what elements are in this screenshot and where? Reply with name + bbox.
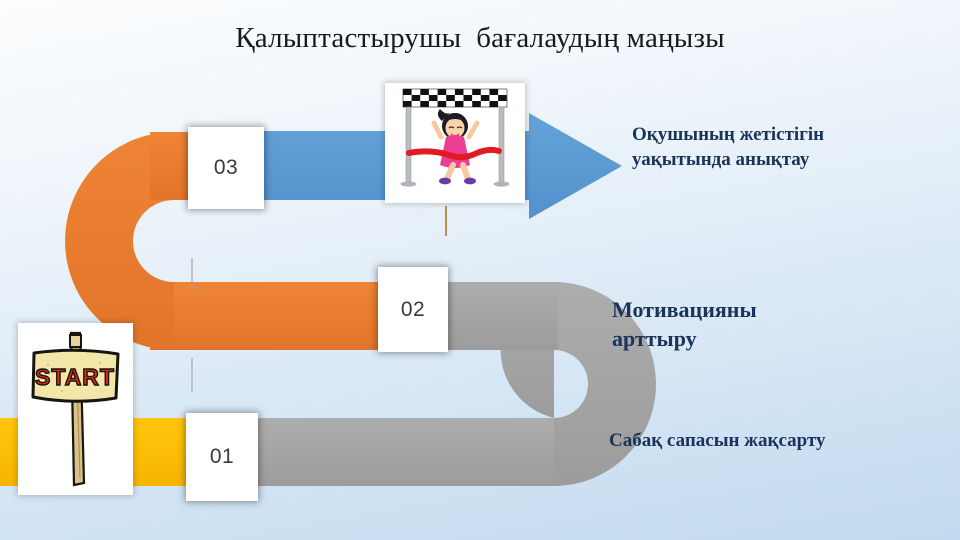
- step-card-02-number: 02: [400, 297, 426, 321]
- start-sign-label: START: [35, 364, 115, 390]
- finish-line-runner-image: [385, 83, 525, 203]
- ribbon-segment-03-uturn: [65, 132, 174, 350]
- callout-text-top: Оқушының жетістігін уақытында анықтау: [632, 124, 825, 171]
- runner-girl-icon: [431, 109, 480, 185]
- step-card-03-number: 03: [213, 156, 239, 179]
- checkered-flag-icon: [402, 88, 508, 108]
- step-card-03[interactable]: 03: [188, 127, 264, 209]
- page-title: Қалыптастырушы бағалаудың маңызы: [235, 22, 725, 54]
- ribbon-segment-03-bottom: [150, 282, 412, 350]
- step-card-01[interactable]: 01: [186, 413, 258, 501]
- start-sign-image: START: [18, 323, 133, 495]
- ribbon-segment-02-uturn: [554, 282, 656, 486]
- step-card-01-number: 01: [209, 445, 235, 468]
- finish-ribbon-icon: [406, 146, 502, 161]
- ribbon-segment-02-bottom: [232, 418, 554, 486]
- step-card-02[interactable]: 02: [378, 267, 448, 352]
- callout-text-middle: Мотивацияны арттыру: [612, 297, 757, 352]
- callout-text-bottom: Сабақ сапасын жақсарту: [609, 430, 826, 451]
